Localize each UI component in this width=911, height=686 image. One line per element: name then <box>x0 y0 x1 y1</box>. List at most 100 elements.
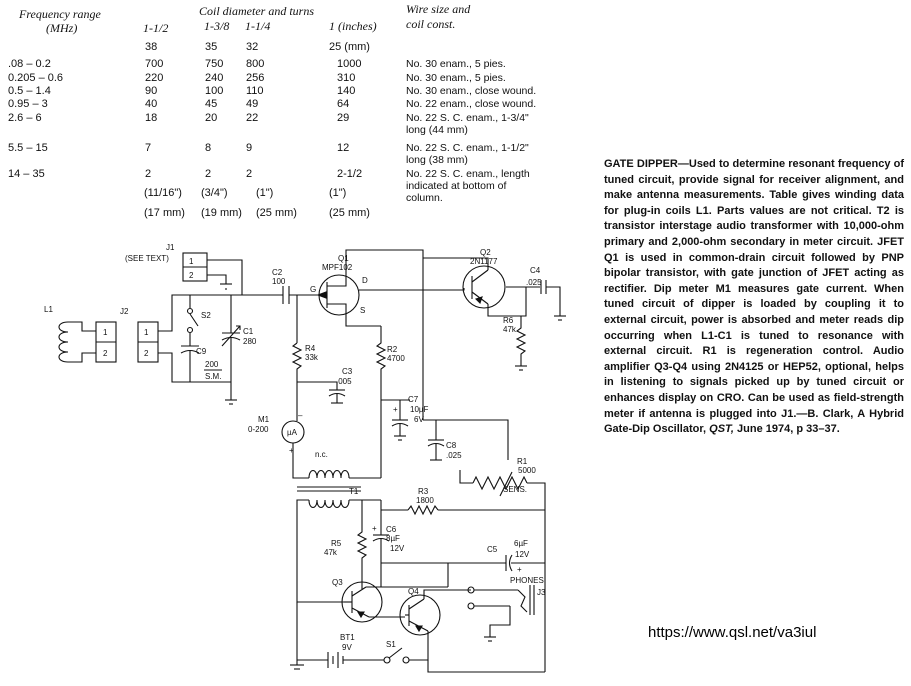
l1-pin2: 2 <box>103 349 108 358</box>
s1-label: S1 <box>386 640 396 649</box>
q3-label: Q3 <box>332 578 343 587</box>
m1-unit: µA <box>287 428 298 437</box>
c4-r6-output: C4 .025 R6 47k <box>503 266 566 371</box>
table-cell-wire: No. 30 enam., close wound. <box>406 85 537 97</box>
nc-label: n.c. <box>315 450 328 459</box>
r1-label: R1 <box>517 457 528 466</box>
last-in: (3/4") <box>201 187 228 199</box>
r2-value: 4700 <box>387 354 405 363</box>
m1-label: M1 <box>258 415 270 424</box>
q1-drain: D <box>362 276 368 285</box>
table-row-freq: 0.5 – 1.4 <box>8 85 51 97</box>
diameter-in: 1-3/8 <box>204 19 230 33</box>
last-in: (11/16") <box>144 187 182 199</box>
q1-type: MPF102 <box>322 263 353 272</box>
r3-label: R3 <box>418 487 429 496</box>
j3-phones-jack[interactable]: PHONES J3 <box>447 563 546 642</box>
m1-range: 0-200 <box>248 425 269 434</box>
bt1-voltage: 9V <box>342 643 352 652</box>
bt1-s1-power[interactable]: BT1 9V S1 <box>290 602 545 673</box>
r3-value: 1800 <box>416 496 434 505</box>
table-row-freq: 0.205 – 0.6 <box>8 72 64 84</box>
s2-label: S2 <box>201 311 211 320</box>
freq-unit-header: (MHz) <box>46 21 78 35</box>
table-row-freq: 2.6 – 6 <box>8 112 42 124</box>
table-cell-wire: No. 22 S. C. enam., 1-1/2" <box>406 142 529 154</box>
c6-label: C6 <box>386 525 397 534</box>
diameter-in: 1-1/4 <box>245 19 271 33</box>
table-row-freq: .08 – 0.2 <box>8 58 51 70</box>
table-cell-turns: 20 <box>205 112 218 124</box>
c1-label: C1 <box>243 327 254 336</box>
audio-bias: R3 1800 + C6 8µF 12V R5 47k <box>324 487 545 589</box>
c2-value: 100 <box>272 277 286 286</box>
caption-source: QST, <box>709 423 734 436</box>
c8-label: C8 <box>446 441 457 450</box>
c5-voltage: 12V <box>515 550 530 559</box>
r1-value: 5000 <box>518 466 536 475</box>
table-cell-turns: 7 <box>145 142 152 154</box>
freq-header: Frequency range <box>19 7 101 21</box>
last-mm: (19 mm) <box>201 207 242 219</box>
table-cell-turns: 2 <box>246 168 253 180</box>
j2-label: J2 <box>120 307 129 316</box>
table-cell-wire: long (44 mm) <box>406 124 468 136</box>
q2-type: 2N1177 <box>470 257 498 266</box>
table-cell-turns: 2-1/2 <box>337 168 363 180</box>
c3-value: .005 <box>336 377 352 386</box>
table-row-freq: 14 – 35 <box>8 168 45 180</box>
table-cell-turns: 8 <box>205 142 212 154</box>
diameter-mm: 38 <box>145 41 158 53</box>
diameter-in: 1-1/2 <box>143 21 169 35</box>
c2-label: C2 <box>272 268 283 277</box>
diameter-in: 1 (inches) <box>329 19 377 33</box>
phones-label: PHONES <box>510 576 544 585</box>
j1-connector: 1 2 J1 (SEE TEXT) <box>125 243 243 295</box>
table-cell-turns: 240 <box>205 72 224 84</box>
c6-value: 8µF <box>386 534 400 543</box>
q2-label: Q2 <box>480 248 491 257</box>
table-cell-turns: 12 <box>337 142 350 154</box>
table-cell-wire: No. 22 S. C. enam., 1-3/4" <box>406 112 529 124</box>
table-cell-turns: 22 <box>246 112 259 124</box>
table-cell-turns: 90 <box>145 85 158 97</box>
r1-name: SENS. <box>503 485 527 494</box>
c1-value: 280 <box>243 337 257 346</box>
c7-c8-r1: + C7 10µF 6V C8 .025 R1 5000 SENS. <box>381 395 546 672</box>
table-cell-turns: 45 <box>205 98 218 110</box>
schematic-caption: GATE DIPPER—Used to determine resonant f… <box>604 157 904 438</box>
table-cell-turns: 140 <box>337 85 356 97</box>
c7-label: C7 <box>408 395 419 404</box>
table-row-freq: 5.5 – 15 <box>8 142 48 154</box>
table-cell-turns: 1000 <box>337 58 362 70</box>
coil-header: Coil diameter and turns <box>199 4 315 18</box>
table-cell-turns: 800 <box>246 58 265 70</box>
c9-label: C9 <box>196 347 207 356</box>
table-cell-turns: 220 <box>145 72 164 84</box>
table-cell-turns: 29 <box>337 112 350 124</box>
svg-text:+: + <box>393 405 398 414</box>
l1-pin1: 1 <box>103 328 108 337</box>
r5-label: R5 <box>331 539 342 548</box>
last-mm: (25 mm) <box>329 207 370 219</box>
j2-pin1: 1 <box>144 328 149 337</box>
m1-microammeter: µA M1 0-200 – + <box>248 410 309 479</box>
q1-jfet: Q1 MPF102 G D S <box>296 249 465 420</box>
bt1-label: BT1 <box>340 633 355 642</box>
source-url[interactable]: https://www.qsl.net/va3iul <box>648 624 817 641</box>
r4-label: R4 <box>305 344 316 353</box>
table-cell-turns: 256 <box>246 72 265 84</box>
table-cell-wire: long (38 mm) <box>406 154 468 166</box>
r6-value: 47k <box>503 325 517 334</box>
table-cell-turns: 49 <box>246 98 259 110</box>
j1-note: (SEE TEXT) <box>125 254 169 263</box>
last-mm: (17 mm) <box>144 207 185 219</box>
table-cell-turns: 110 <box>246 85 264 97</box>
s2-c9-c1-tuning: S2 C9 200 S.M. C1 280 <box>180 295 257 405</box>
c5-label: C5 <box>487 545 498 554</box>
r2-label: R2 <box>387 345 398 354</box>
table-cell-wire: column. <box>406 192 443 204</box>
caption-title: GATE DIPPER— <box>604 158 689 170</box>
r6-label: R6 <box>503 316 514 325</box>
